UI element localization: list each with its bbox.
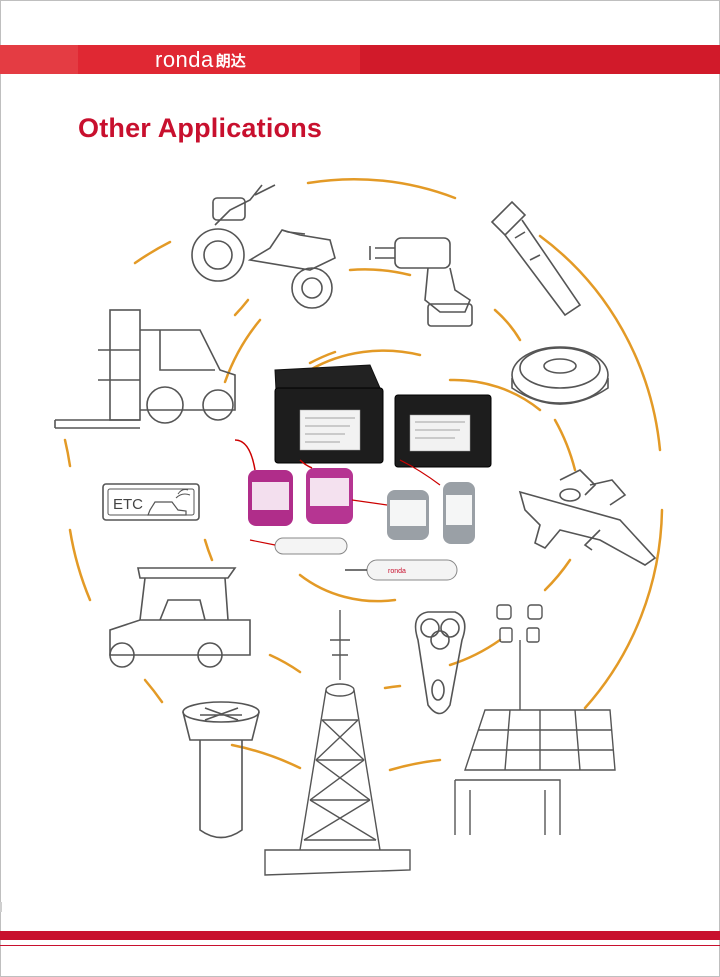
forklift-illustration: [54, 309, 236, 429]
communication-tower-illustration: [264, 610, 411, 876]
golf-cart-illustration: [109, 567, 251, 668]
etc-toll-sign-illustration: ETC: [102, 483, 200, 521]
outer-dashed-ring: [63, 178, 664, 772]
electric-shaver-illustration: [414, 611, 466, 715]
brand-name-latin: ronda: [155, 47, 214, 72]
lead-acid-battery-large: [274, 364, 384, 464]
lithium-pack-silver-1: [351, 490, 429, 540]
brand-name-cjk: 朗达: [215, 51, 246, 70]
page-edge-mark: [0, 902, 2, 912]
lead-acid-battery-small: [394, 394, 492, 468]
airplane-illustration: [518, 469, 657, 566]
header-band-logo-area: [78, 45, 360, 74]
brand-logo: ronda 朗达: [155, 47, 246, 73]
applications-illustration: ETC: [54, 178, 664, 876]
robot-vacuum-illustration: [511, 346, 609, 405]
battery-brand-label: ronda: [388, 568, 406, 575]
lithium-pack-purple-1: [234, 439, 293, 526]
etc-sign-text: ETC: [113, 496, 143, 513]
lawn-lamp-illustration: [182, 701, 260, 839]
header-band: [0, 45, 720, 74]
nimh-stick-pack-2: ronda: [345, 559, 458, 581]
lithium-pack-purple-2: [299, 459, 353, 524]
footer-band: [0, 931, 720, 940]
nimh-stick-pack-1: [249, 537, 348, 555]
scooter-illustration: [191, 184, 336, 309]
solar-street-light-illustration: [454, 604, 616, 835]
page-title: Other Applications: [78, 113, 323, 143]
footer-rule: [0, 945, 720, 946]
inner-dashed-ring: [203, 268, 577, 690]
power-drill-illustration: [369, 237, 473, 327]
battery-products-group: ronda: [234, 364, 492, 581]
flashlight-illustration: [490, 200, 582, 317]
lithium-pack-silver-2: [399, 459, 475, 544]
header-band-accent: [0, 45, 78, 74]
